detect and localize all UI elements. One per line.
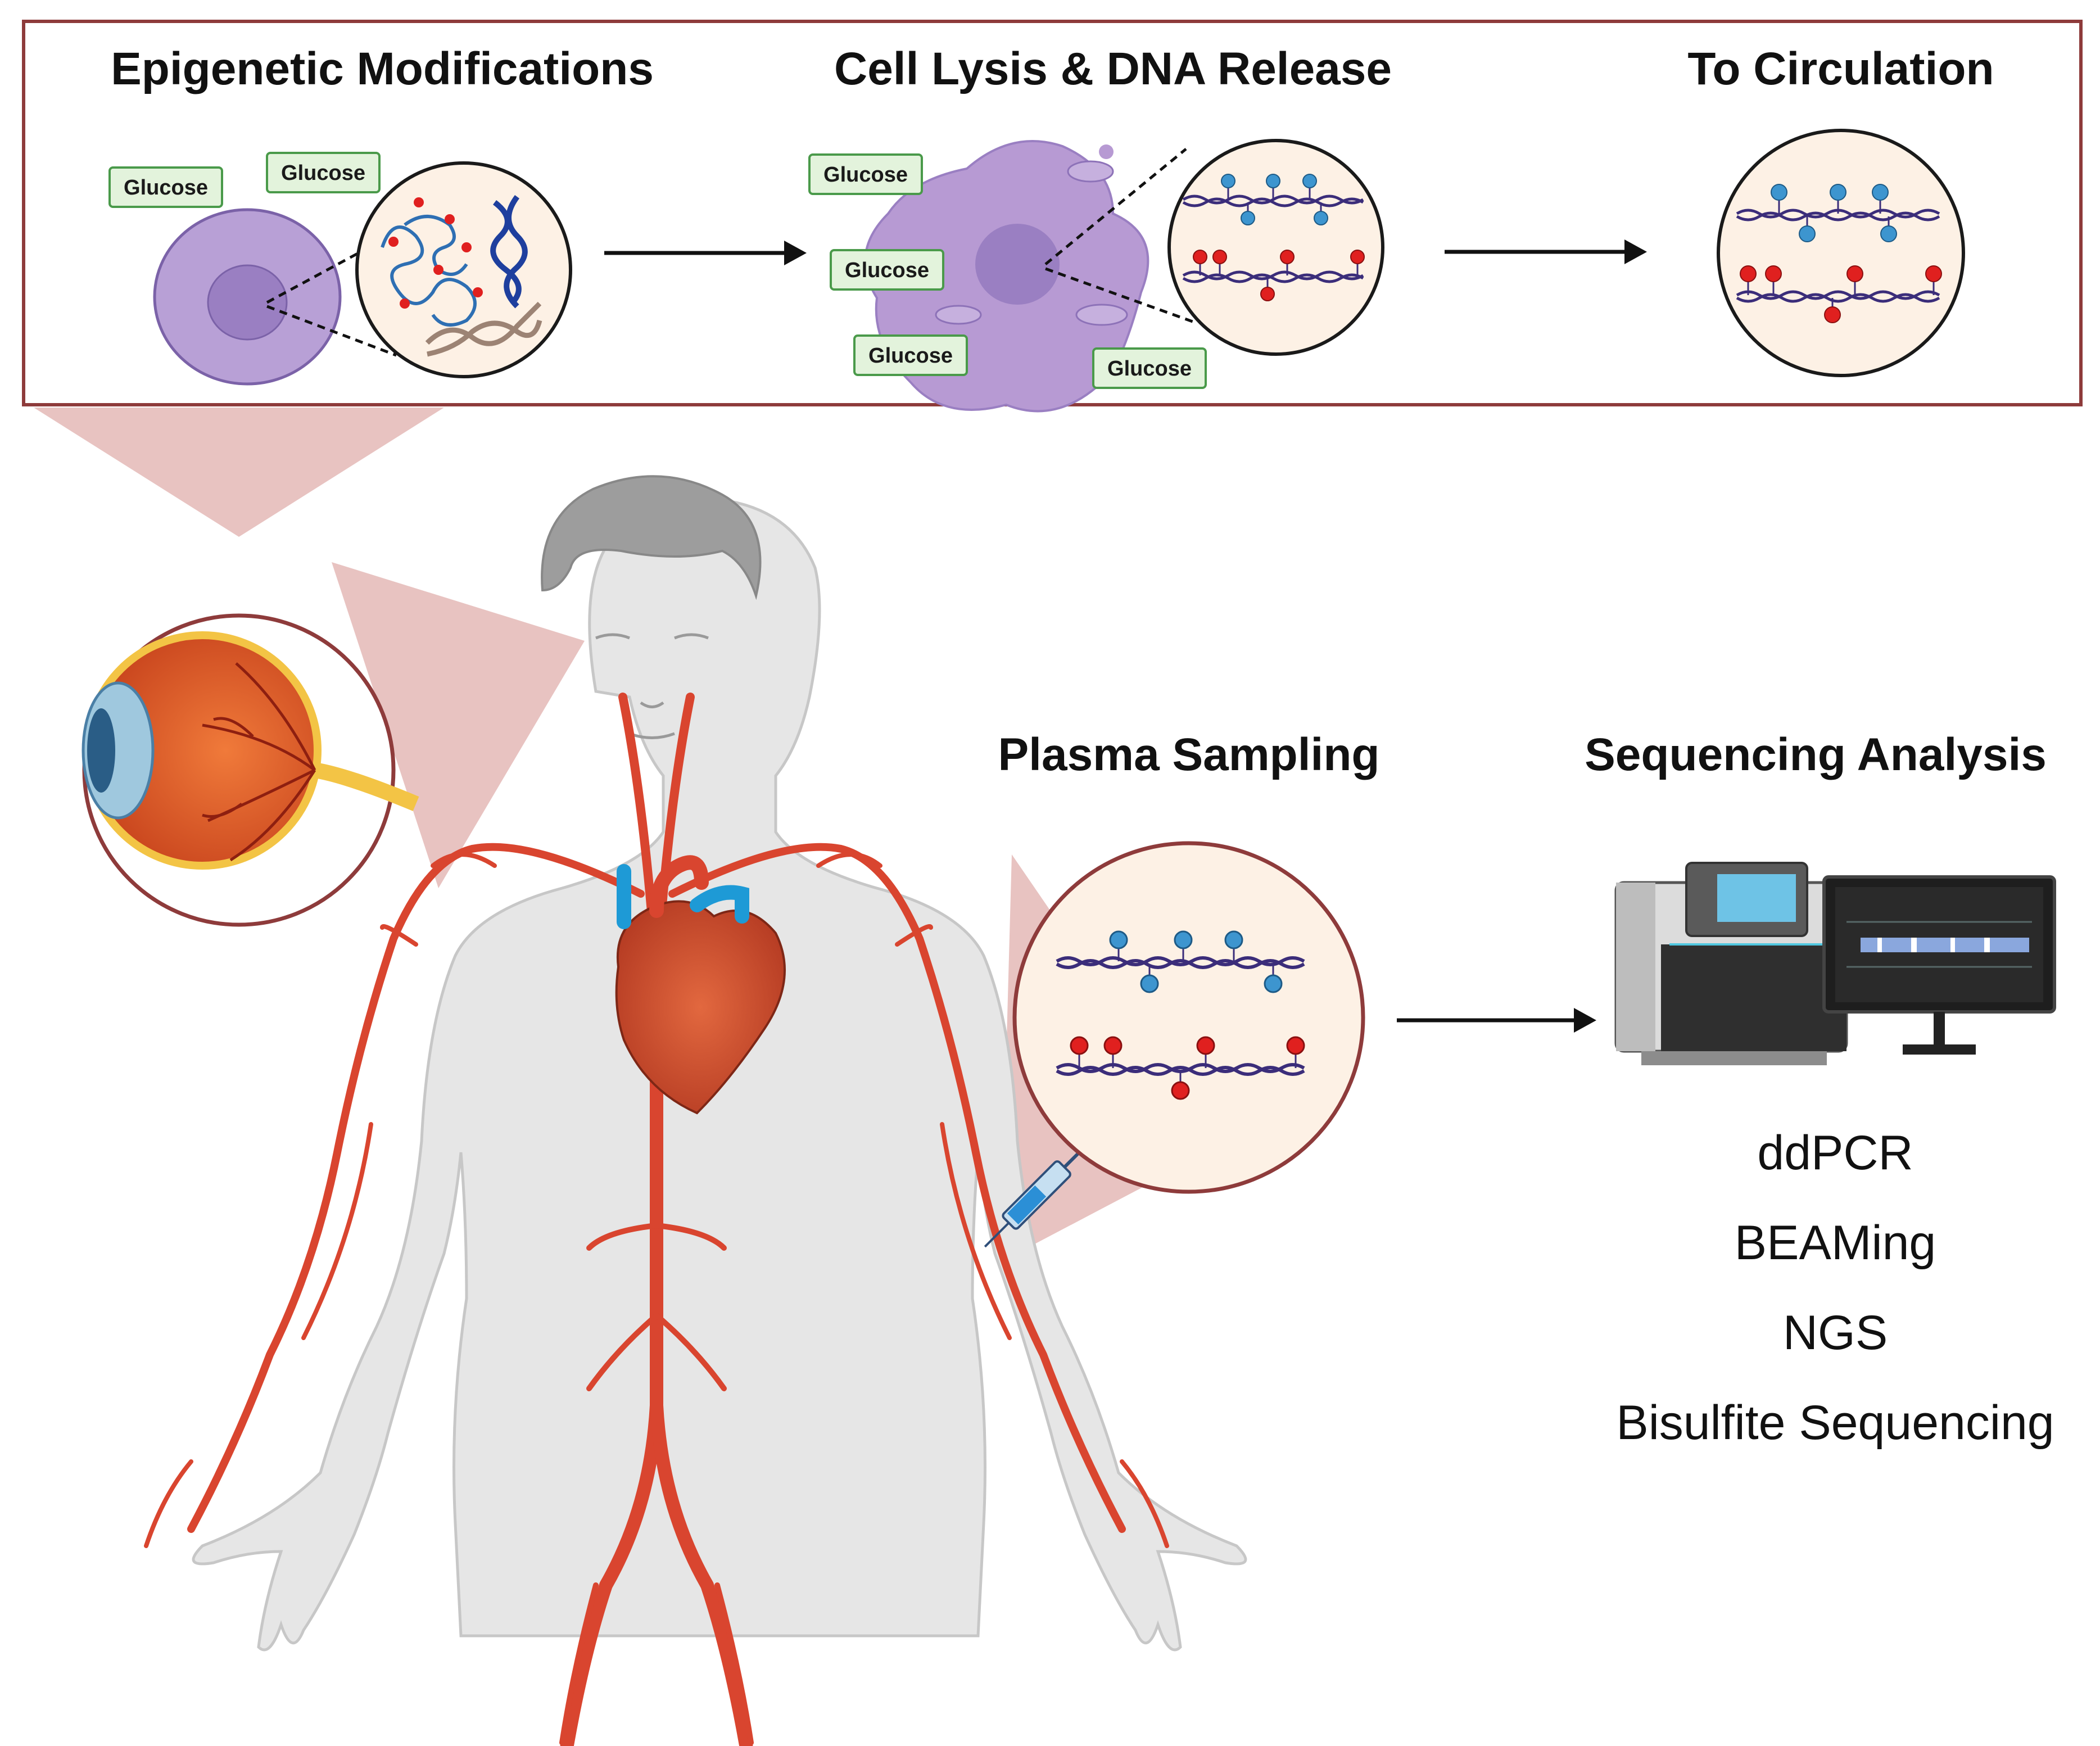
retina-callout	[34, 408, 444, 537]
methyl-red	[400, 298, 410, 309]
aorta	[649, 855, 709, 918]
plasma-zoom-circle	[1012, 841, 1365, 1194]
arrow-sequencing	[1397, 1008, 1596, 1033]
methyl-blue	[1830, 184, 1846, 201]
sequencer-icon	[1614, 862, 1848, 1065]
glucose-tag: Glucose	[1092, 347, 1207, 389]
stage-2-title: Cell Lysis & DNA Release	[834, 43, 1392, 94]
methyl-red	[1103, 1036, 1123, 1055]
zoom-line	[266, 240, 381, 304]
methyl-red	[1824, 306, 1841, 323]
method-ngs: NGS	[1783, 1306, 1888, 1360]
glucose-tag: Glucose	[853, 334, 968, 376]
methyl-red	[1193, 250, 1207, 264]
svg-text:Glucose: Glucose	[281, 161, 365, 185]
retinal-vessels	[202, 662, 316, 862]
methyl-red	[445, 214, 455, 224]
svg-text:Glucose: Glucose	[1107, 357, 1192, 381]
methyl-red	[388, 237, 399, 247]
chromatin-tangle	[381, 215, 477, 327]
lens	[87, 708, 115, 793]
methyl-blue	[1224, 930, 1243, 949]
cell-nucleus	[207, 264, 288, 341]
zoom-line	[266, 305, 397, 357]
glucose-tag: Glucose	[808, 153, 923, 195]
glucose-tag: Glucose	[108, 166, 223, 208]
methyl-blue	[1174, 930, 1193, 949]
methyl-blue	[1771, 184, 1787, 201]
cfdna-zoom-circle	[1167, 139, 1384, 356]
methyl-red	[1846, 265, 1863, 282]
face-features	[595, 633, 709, 739]
dna-helix-tan	[425, 301, 542, 357]
hair	[541, 475, 762, 600]
dna-strand	[1182, 270, 1364, 283]
methyl-red	[433, 265, 443, 275]
dna-helix-blue	[490, 195, 528, 309]
methyl-red	[461, 242, 472, 252]
methyl-blue	[1264, 974, 1283, 993]
arrow-lysis	[604, 241, 807, 265]
methyl-red	[1350, 250, 1365, 264]
methyl-blue	[1109, 930, 1128, 949]
methyl-blue	[1241, 211, 1255, 225]
circulation-zoom-circle	[1717, 129, 1965, 377]
methyl-red	[1925, 265, 1942, 282]
methyl-red	[1196, 1036, 1215, 1055]
methyl-red	[1286, 1036, 1305, 1055]
methyl-blue	[1221, 174, 1235, 188]
methyl-red	[1740, 265, 1757, 282]
zoom-line	[1044, 148, 1187, 265]
svg-text:Glucose: Glucose	[124, 176, 208, 200]
methyl-blue	[1266, 174, 1280, 188]
eye-callout	[332, 562, 585, 888]
methyl-red	[473, 287, 483, 297]
cell-nucleus	[975, 224, 1060, 305]
vena-cava	[617, 864, 749, 929]
dna-strand	[1736, 290, 1940, 303]
monitor-icon	[1822, 875, 2056, 1055]
method-beaming: BEAMing	[1735, 1216, 1936, 1270]
methyl-blue	[1880, 225, 1897, 242]
optic-nerve	[313, 762, 419, 811]
sequencing-analysis-title: Sequencing Analysis	[1585, 729, 2047, 780]
methyl-blue	[1140, 974, 1159, 993]
stage-1-title: Epigenetic Modifications	[111, 43, 654, 94]
plasma-sampling-title: Plasma Sampling	[998, 729, 1379, 780]
stage-3-title: To Circulation	[1687, 43, 1994, 94]
dna-strand	[1056, 956, 1305, 969]
methyl-red	[1171, 1081, 1190, 1100]
retinal-cell	[153, 208, 342, 386]
heart	[615, 855, 786, 1115]
methyl-blue	[1799, 225, 1816, 242]
svg-text:Glucose: Glucose	[823, 163, 908, 187]
methyl-red	[1212, 250, 1227, 264]
methyl-red	[1280, 250, 1295, 264]
methyl-blue	[1314, 211, 1328, 225]
methyl-red	[1070, 1036, 1089, 1055]
glucose-tag: Glucose	[830, 249, 944, 291]
svg-text:Glucose: Glucose	[868, 344, 953, 368]
methyl-blue	[1302, 174, 1317, 188]
eye-zoom-circle	[82, 613, 419, 927]
svg-text:Glucose: Glucose	[845, 259, 929, 282]
methyl-blue	[1872, 184, 1889, 201]
glucose-tag: Glucose	[266, 152, 381, 193]
chromatin-zoom-circle	[355, 161, 572, 378]
method-ddpcr: ddPCR	[1757, 1126, 1913, 1180]
methyl-red	[414, 197, 424, 207]
methyl-red	[1765, 265, 1782, 282]
arrow-circulation	[1445, 239, 1647, 264]
method-bisulfite-sequencing: Bisulfite Sequencing	[1616, 1396, 2054, 1450]
methyl-red	[1260, 287, 1275, 301]
